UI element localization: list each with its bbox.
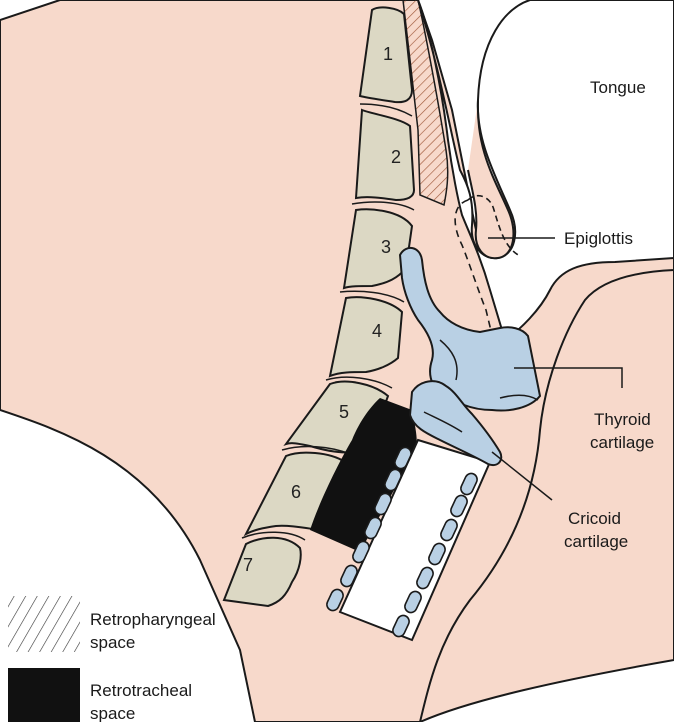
vertebra-label-5: 5 xyxy=(339,402,349,422)
vertebra-label-6: 6 xyxy=(291,482,301,502)
thyroid-label-line1: Thyroid xyxy=(594,410,651,429)
legend-retrotracheal-line1: Retrotracheal xyxy=(90,681,192,700)
vertebra-label-4: 4 xyxy=(372,321,382,341)
epiglottis-label: Epiglottis xyxy=(564,229,633,248)
legend-retrotracheal-line2: space xyxy=(90,704,135,722)
legend: Retropharyngeal space Retrotracheal spac… xyxy=(8,596,216,722)
vertebra-label-2: 2 xyxy=(391,147,401,167)
vertebra-c2 xyxy=(356,110,414,200)
vertebra-label-3: 3 xyxy=(381,237,391,257)
tongue-label: Tongue xyxy=(590,78,646,97)
cricoid-label-line1: Cricoid xyxy=(568,509,621,528)
legend-retropharyngeal-swatch xyxy=(8,596,80,652)
vertebra-label-7: 7 xyxy=(243,555,253,575)
legend-retropharyngeal-line1: Retropharyngeal xyxy=(90,610,216,629)
legend-retrotracheal-swatch xyxy=(8,668,80,722)
legend-retropharyngeal-line2: space xyxy=(90,633,135,652)
cricoid-label-line2: cartilage xyxy=(564,532,628,551)
vertebra-label-1: 1 xyxy=(383,44,393,64)
thyroid-label-line2: cartilage xyxy=(590,433,654,452)
